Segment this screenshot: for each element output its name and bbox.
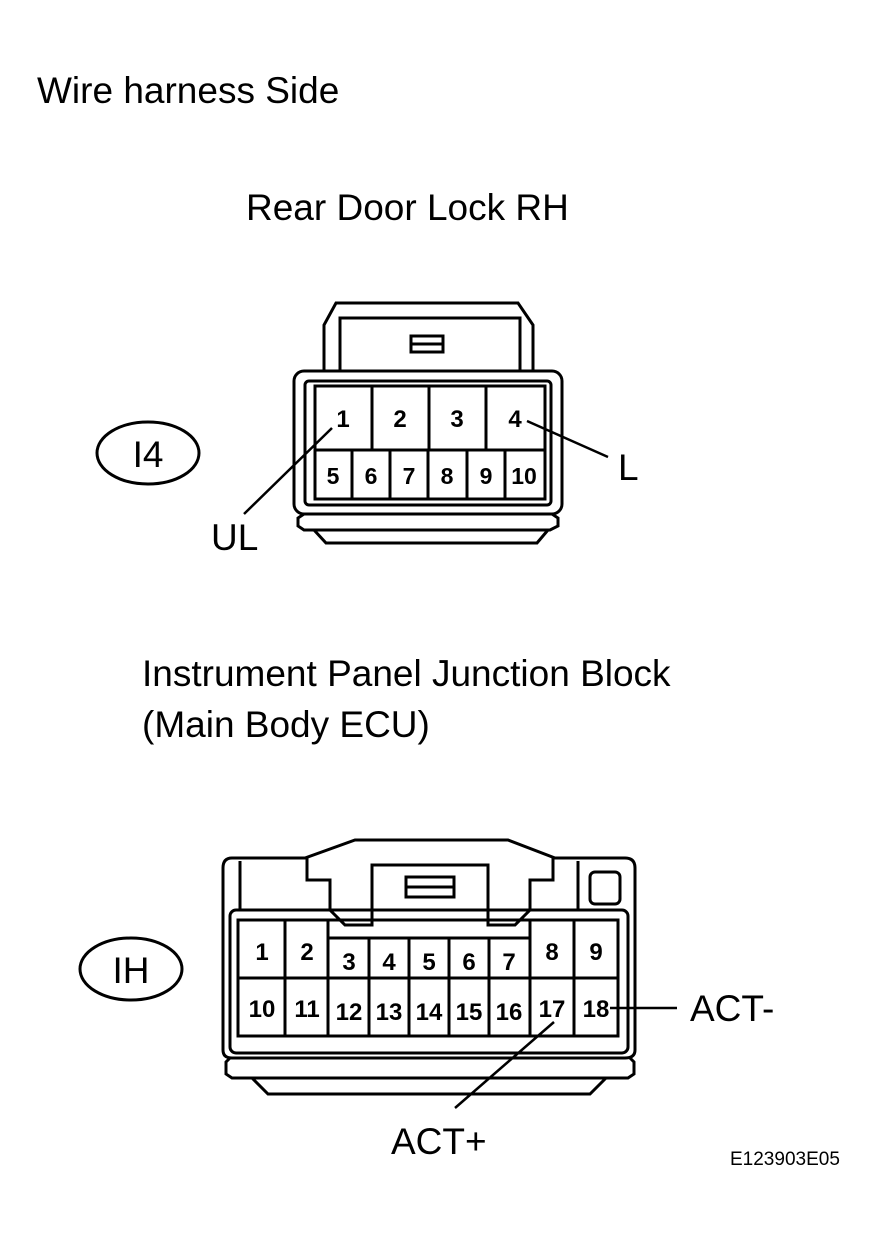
pin-label: 10 [511, 463, 537, 489]
pin-label: 4 [382, 949, 396, 976]
callout-label-l: L [618, 447, 639, 488]
connector1-code-oval [95, 420, 201, 486]
pin-label: 14 [416, 999, 443, 1026]
pin-label: 2 [300, 939, 313, 966]
pin-label: 15 [456, 999, 483, 1026]
callout-label-ul: UL [211, 517, 258, 558]
pin-label: 3 [450, 406, 463, 433]
pin-label: 6 [365, 463, 378, 489]
connector2-title-line2: (Main Body ECU) [142, 704, 430, 745]
callout-label-act-plus: ACT+ [391, 1121, 487, 1162]
pin-label: 3 [342, 949, 355, 976]
connector1-pin-labels: 1 2 3 4 5 6 7 8 9 10 [327, 406, 537, 489]
connector2-pin-labels: 1 2 3 4 5 6 7 8 9 10 11 12 13 14 15 16 1… [249, 939, 610, 1026]
connector1-drawing [292, 301, 564, 545]
connector2-title-line1: Instrument Panel Junction Block [142, 653, 671, 694]
pin-label: 5 [422, 949, 435, 976]
pin-label: 4 [508, 406, 522, 433]
callout-line-act-plus [454, 1021, 555, 1109]
pin-label: 9 [589, 939, 602, 966]
callout-line-ul [243, 427, 333, 515]
pin-label: 9 [480, 463, 493, 489]
pin-label: 7 [502, 949, 515, 976]
callout-label-act-minus: ACT- [690, 988, 774, 1029]
connector2-code: IH [113, 950, 150, 991]
pin-label: 8 [441, 463, 454, 489]
pin-label: 2 [393, 406, 406, 433]
pin-label: 16 [496, 999, 523, 1026]
pin-label: 12 [336, 999, 363, 1026]
pin-label: 5 [327, 463, 340, 489]
pin-label: 1 [336, 406, 349, 433]
connector1-title: Rear Door Lock RH [246, 187, 569, 228]
pin-label: 8 [545, 939, 558, 966]
pin-label: 6 [462, 949, 475, 976]
pin-label: 1 [255, 939, 268, 966]
pin-label: 11 [294, 996, 319, 1023]
pin-label: 18 [583, 996, 610, 1023]
connector1-code: I4 [133, 434, 164, 475]
connector2-code-oval [78, 936, 184, 1002]
pin-label: 7 [403, 463, 416, 489]
callout-line-l [526, 419, 609, 459]
figure-code: E123903E05 [730, 1149, 840, 1170]
header-title: Wire harness Side [37, 70, 340, 111]
connector2-drawing [221, 838, 637, 1096]
pin-label: 10 [249, 996, 276, 1023]
pin-label: 17 [539, 996, 566, 1023]
pin-label: 13 [376, 999, 403, 1026]
